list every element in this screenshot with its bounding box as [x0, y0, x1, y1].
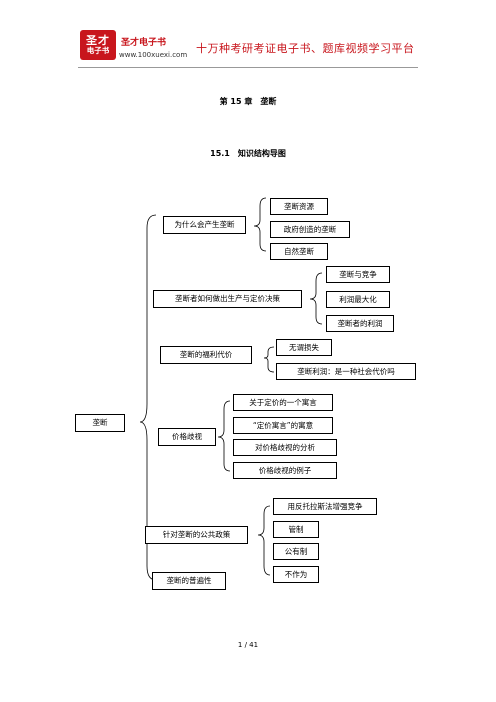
leaf-node: 关于定价的一个寓言 [233, 394, 333, 411]
chapter-title: 第 15 章 垄断 [219, 97, 277, 106]
leaf-node: 价格歧视的例子 [233, 462, 337, 479]
root-node: 垄断 [75, 414, 125, 432]
leaf-node: 公有制 [273, 543, 319, 560]
leaf-node: 垄断者的利润 [326, 315, 394, 332]
leaf-node: 不作为 [273, 566, 319, 583]
logo-text-bottom: 电子书 [86, 45, 110, 55]
branch-node-why-monopoly: 为什么会产生垄断 [163, 216, 246, 234]
leaf-node: 垄断利润：是一种社会代价吗 [276, 363, 416, 380]
brand-url[interactable]: www.100xuexi.com [119, 51, 188, 59]
leaf-node: 利润最大化 [326, 291, 390, 308]
leaf-node: 用反托拉斯法增强竞争 [273, 498, 377, 515]
leaf-node: 垄断资源 [270, 198, 328, 215]
leaf-node: “定价寓言”的寓意 [233, 417, 333, 434]
leaf-node: 垄断与竞争 [326, 266, 390, 283]
branch-node-welfare-cost: 垄断的福利代价 [160, 346, 252, 364]
branch-node-public-policy: 针对垄断的公共政策 [145, 526, 248, 544]
header-divider [78, 67, 418, 68]
branch-node-production-pricing: 垄断者如何做出生产与定价决策 [153, 290, 302, 308]
leaf-node: 自然垄断 [270, 243, 328, 260]
logo-text-top: 圣才 [86, 34, 110, 48]
leaf-node: 政府创造的垄断 [270, 221, 350, 238]
header-slogan: 十万种考研考证电子书、题库视频学习平台 [196, 42, 415, 55]
leaf-node: 管制 [273, 521, 319, 538]
brand-name: 圣才电子书 [121, 38, 167, 48]
leaf-node: 无谓损失 [276, 339, 332, 356]
logo: 圣才 电子书 [80, 30, 116, 60]
branch-node-price-discrimination: 价格歧视 [158, 428, 216, 446]
section-title: 15.1 知识结构导图 [210, 149, 286, 158]
branch-node-prevalence: 垄断的普遍性 [152, 572, 226, 590]
page-number: 1 / 41 [237, 641, 259, 649]
leaf-node: 对价格歧视的分析 [233, 439, 337, 456]
